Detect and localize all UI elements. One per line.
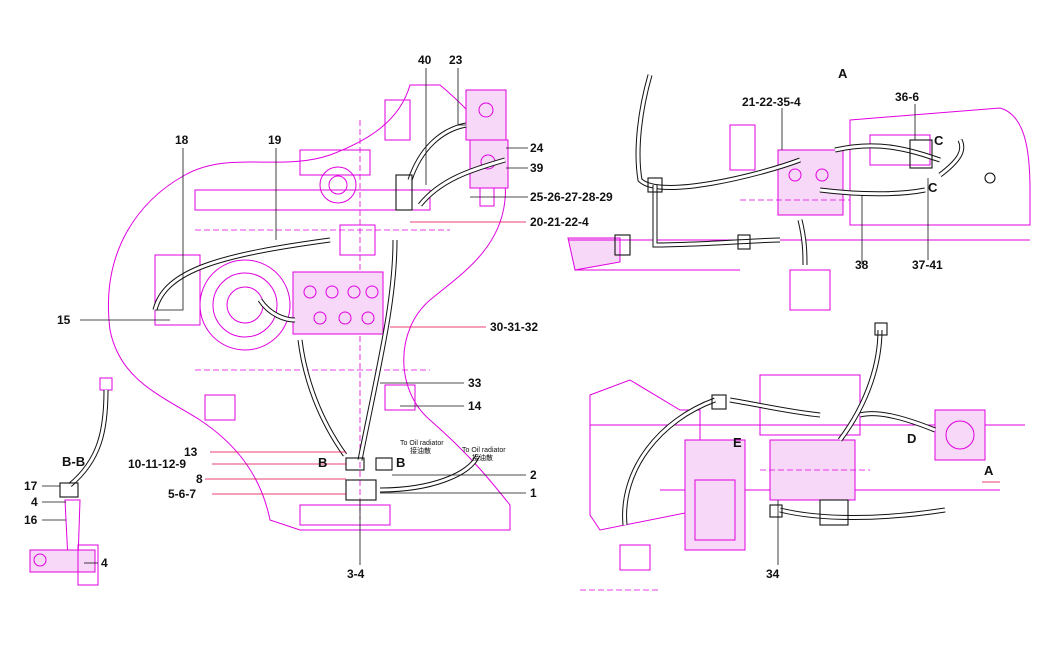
part-label-39: 39 [530, 161, 544, 175]
radiator-note-1: To Oil radiator [400, 440, 444, 447]
part-label-30-32: 30-31-32 [490, 320, 538, 334]
part-label-20-22-4: 20-21-22-4 [530, 215, 589, 229]
part-label-40: 40 [418, 53, 432, 67]
part-label-19: 19 [268, 133, 282, 147]
part-label-10-12-9: 10-11-12-9 [128, 457, 186, 471]
part-label-36-6: 36-6 [895, 90, 919, 104]
view-label-a-right: A [984, 463, 994, 478]
part-label-34: 34 [766, 567, 780, 581]
part-label-8: 8 [196, 472, 203, 486]
part-label-33: 33 [468, 376, 482, 390]
radiator-note-2: To Oil radiator [462, 447, 506, 454]
part-label-1: 1 [530, 486, 537, 500]
part-label-23: 23 [449, 53, 463, 67]
part-label-14: 14 [468, 399, 482, 413]
radiator-note-1-cn: 接油散 [410, 446, 431, 455]
view-a: A 21-22-35-4 36-6 38 37-41 C C [567, 66, 1031, 311]
part-label-4-bb-upper: 4 [31, 495, 38, 509]
side-view: 34 E D A [580, 322, 1025, 591]
part-label-37-41: 37-41 [912, 258, 943, 272]
part-label-3-4: 3-4 [347, 567, 365, 581]
part-label-21-22-35-4: 21-22-35-4 [742, 95, 801, 109]
main-view-labels: 40 23 18 19 24 39 25-26-27-28-29 20-21-2… [57, 53, 613, 581]
view-label-e: E [733, 435, 742, 450]
view-label-b-b: B-B [62, 454, 85, 469]
part-label-13: 13 [184, 445, 198, 459]
view-label-b2: B [396, 455, 405, 470]
main-view [80, 68, 528, 565]
part-label-2: 2 [530, 468, 537, 482]
section-b-b-view: B-B 17 4 16 4 [24, 377, 113, 586]
part-label-17: 17 [24, 479, 38, 493]
part-label-38: 38 [855, 258, 869, 272]
part-label-25-29: 25-26-27-28-29 [530, 190, 613, 204]
part-label-18: 18 [175, 133, 189, 147]
view-label-c1: C [934, 133, 944, 148]
view-label-c2: C [928, 180, 938, 195]
view-label-a-top: A [838, 66, 848, 81]
part-label-5-7: 5-6-7 [168, 487, 196, 501]
part-label-16: 16 [24, 513, 38, 527]
view-label-b1: B [318, 455, 327, 470]
view-label-d: D [907, 431, 916, 446]
part-label-24: 24 [530, 141, 544, 155]
part-label-15: 15 [57, 313, 71, 327]
radiator-note-2-cn: 接油散 [472, 453, 493, 462]
part-label-4-bb-lower: 4 [101, 556, 108, 570]
